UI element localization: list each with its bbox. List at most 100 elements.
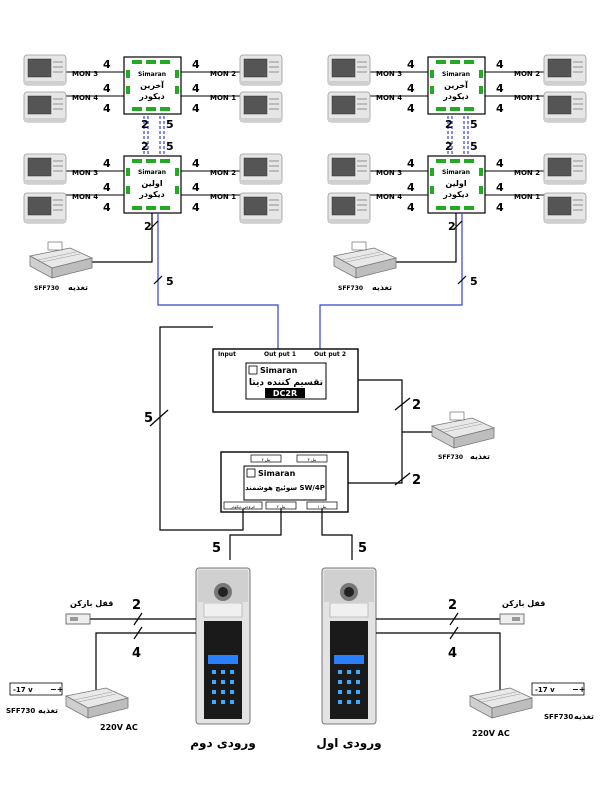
power-supply-top-left: SFF730 تغذیه — [29, 241, 93, 292]
wire-count: 4 — [496, 102, 504, 115]
wire-count: 4 — [132, 646, 141, 661]
door-panel-left — [195, 567, 251, 725]
bottom-wire-counts: 2 4 2 4 — [132, 598, 457, 661]
wire-count: 4 — [407, 157, 415, 170]
wire-count: 4 — [103, 82, 111, 95]
wire-count: 2 — [448, 598, 457, 613]
mon-label: MON 4 — [376, 94, 402, 102]
wire-count: 4 — [192, 181, 200, 194]
wire-count: 4 — [496, 82, 504, 95]
wire-count: 4 — [407, 58, 415, 71]
mon-label: MON 4 — [72, 193, 98, 201]
dc2r-input-label: Input — [218, 351, 236, 358]
monitor-icon — [23, 153, 67, 185]
brand-logo-icon — [246, 468, 256, 478]
wire-count: 5 — [144, 411, 153, 426]
decoder-brand: Simaran — [138, 169, 166, 176]
mon-label: MON 2 — [210, 70, 236, 78]
monitor-icon — [327, 153, 371, 185]
minus-plus-icon: −+ — [50, 685, 63, 694]
decoder-link-right — [447, 116, 469, 156]
wire-count: 4 — [407, 102, 415, 115]
dc2r-model: DC2R — [273, 389, 297, 398]
door-lock-left: قفل بازکن — [65, 599, 113, 625]
mon-labels-right: MON 3 MON 4 MON 2 MON 1 MON 3 MON 4 MON … — [376, 70, 540, 201]
decoder-feed-left — [70, 213, 279, 349]
psu-model: SFF730 — [6, 707, 35, 715]
psu-label: تغذیه — [372, 283, 392, 292]
psu-model: SFF730 — [338, 285, 363, 292]
wire-counts-left: 4 4 4 4 4 4 4 4 4 4 4 4 2 5 2 5 — [103, 58, 200, 214]
wire-count: 2 — [144, 220, 152, 233]
decoder-title-line1: آخرین — [444, 80, 468, 90]
monitor-icon — [327, 54, 371, 86]
wire-count: 4 — [496, 201, 504, 214]
monitor-wires-right — [370, 71, 544, 196]
dc2r-out1-label: Out put 1 — [264, 351, 296, 358]
monitor-icon — [543, 54, 587, 86]
middle-wire-counts: 5 2 2 5 5 — [144, 398, 421, 556]
monitor-icon — [23, 91, 67, 123]
psu-label: تغذیه — [38, 706, 58, 715]
decoder-brand: Simaran — [442, 169, 470, 176]
mon-label: MON 1 — [514, 94, 540, 102]
psu-ac: 220V AC — [100, 723, 138, 732]
decoder-feed-counts: 2 5 2 5 — [144, 220, 478, 288]
power-supply-icon — [333, 247, 397, 279]
power-supply-icon — [469, 687, 533, 719]
decoder-title-line2: دیکودر — [138, 92, 165, 101]
monitor-icon — [239, 192, 283, 224]
sw-port-label: خروجی دیکودر — [230, 504, 256, 509]
psu-ac: 220V AC — [472, 729, 510, 738]
power-supply-icon — [65, 687, 129, 719]
wire-count: 5 — [470, 118, 478, 131]
monitor-wires-left — [66, 71, 240, 196]
dc2r-brand: Simaran — [260, 366, 298, 375]
mon-label: MON 4 — [376, 193, 402, 201]
wire-count: 5 — [470, 140, 478, 153]
wire-count: 5 — [470, 275, 478, 288]
power-supply-icon — [431, 417, 495, 449]
entrance-label-first: ورودی اول — [316, 736, 381, 751]
monitor-icon — [239, 91, 283, 123]
mon-label: MON 3 — [376, 169, 402, 177]
monitor-icon — [23, 192, 67, 224]
dc2r-splitter: Input Out put 1 Out put 2 Simaran تقسیم … — [212, 348, 359, 413]
psu-label: تغذیه — [574, 712, 594, 721]
power-supply-middle: SFF730 تغذیه — [431, 411, 495, 461]
decoder-title-line1: اولین — [445, 179, 466, 188]
mon-label: MON 3 — [72, 169, 98, 177]
power-supply-bottom-right: -17 v −+ SFF730 تغذیه 220V AC — [469, 682, 594, 738]
entrance-label-second: ورودی دوم — [190, 736, 256, 751]
monitor-icon — [327, 91, 371, 123]
monitor-icon — [543, 192, 587, 224]
wire-count: 4 — [448, 646, 457, 661]
wire-count: 5 — [166, 118, 174, 131]
wire-count: 4 — [192, 201, 200, 214]
wire-count: 2 — [445, 140, 453, 153]
wire-count: 4 — [407, 181, 415, 194]
wire-count: 5 — [212, 541, 221, 556]
wire-count: 4 — [496, 58, 504, 71]
wire-count: 2 — [445, 118, 453, 131]
wire-count: 2 — [412, 473, 421, 488]
wire-count: 2 — [141, 118, 149, 131]
mon-label: MON 1 — [210, 193, 236, 201]
decoder-feed-right — [319, 213, 467, 349]
mon-label: MON 4 — [72, 94, 98, 102]
monitor-icon — [543, 91, 587, 123]
wire-count: 4 — [103, 181, 111, 194]
wire-count: 4 — [103, 102, 111, 115]
decoder-brand: Simaran — [138, 71, 166, 78]
mon-label: MON 2 — [514, 70, 540, 78]
wire-count: 4 — [496, 157, 504, 170]
sw-title: سوئیچ هوشمند SW/4P — [245, 484, 325, 492]
mon-label: MON 1 — [210, 94, 236, 102]
power-supply-bottom-left: -17 v −+ SFF730 تغذیه 220V AC — [6, 682, 138, 732]
decoder-bottom-right: Simaran اولین دیکودر — [427, 155, 486, 214]
wire-count: 5 — [166, 275, 174, 288]
decoder-title-line2: دیکودر — [442, 190, 469, 199]
psu-model: SFF730 — [544, 713, 573, 721]
decoder-title-line2: دیکودر — [442, 92, 469, 101]
